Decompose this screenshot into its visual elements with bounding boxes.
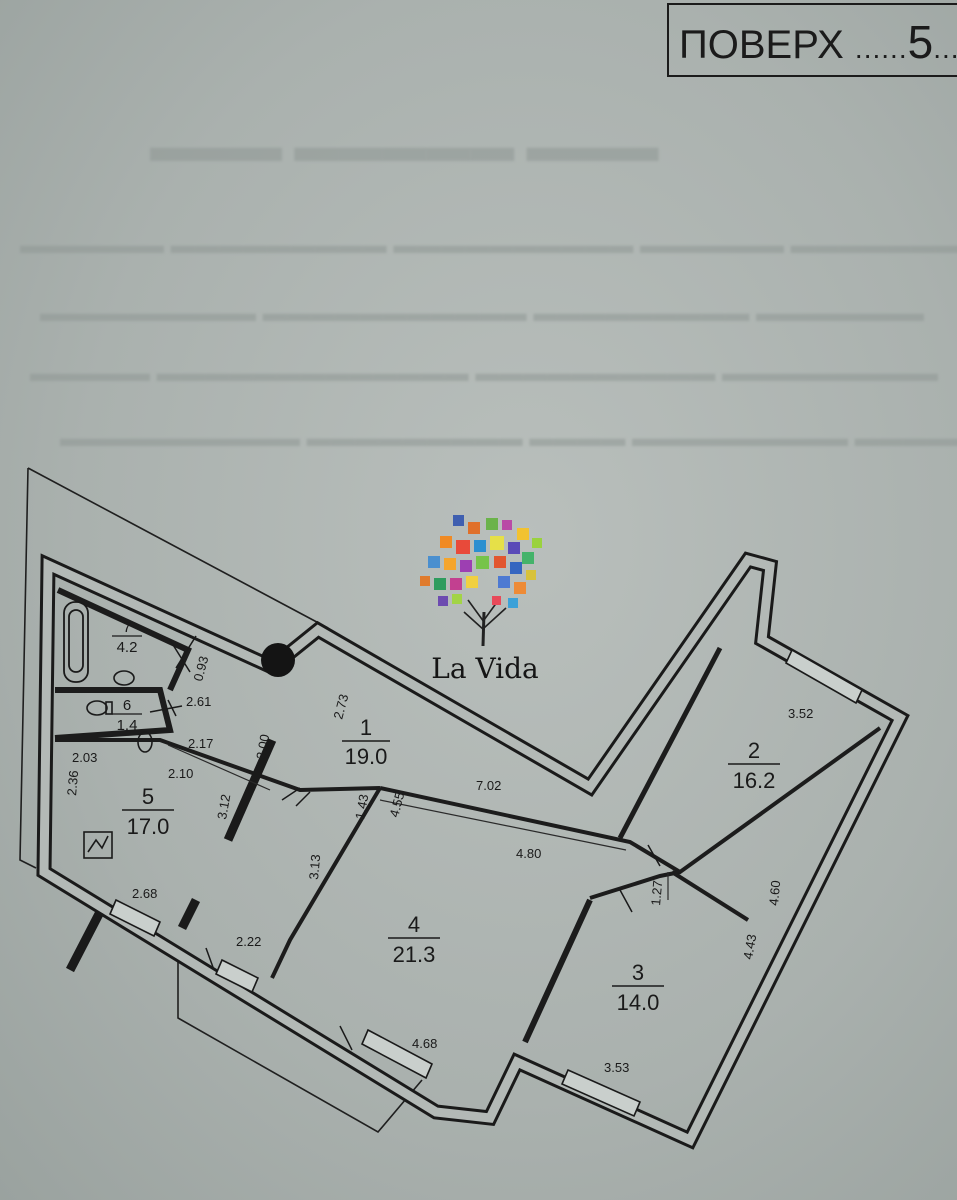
dimension-label: 4.80 [516, 846, 541, 861]
dimension-label: 2.61 [186, 694, 211, 709]
logo-text: La Vida [431, 652, 539, 685]
room-number: 4 [408, 912, 420, 937]
dimension-label: 7.02 [476, 778, 501, 793]
room-number: 7 [123, 619, 131, 636]
room-number: 6 [123, 697, 131, 714]
room-area: 14.0 [617, 990, 660, 1015]
room-5-label: 5 17.0 [122, 784, 174, 839]
wall-fins [66, 738, 277, 973]
dimension-label: 2.10 [168, 766, 193, 781]
balcony-outline [19, 467, 423, 1134]
floor-dots-left: ...... [854, 33, 908, 64]
bathtub-icon [63, 601, 89, 683]
room-number: 3 [632, 960, 644, 985]
room-number: 2 [748, 738, 760, 763]
room-4-label: 4 21.3 [388, 912, 440, 967]
room-area: 1.4 [117, 717, 138, 734]
windows [108, 648, 864, 1118]
dimension-label: 3.53 [604, 1060, 629, 1075]
room-number: 5 [142, 784, 154, 809]
floor-number: 5 [907, 16, 934, 68]
dimension-label: 4.55 [386, 790, 407, 818]
dimension-lines [167, 744, 669, 900]
dimension-label: 3.12 [214, 793, 233, 821]
floor-label: ПОВЕРХ [679, 23, 844, 67]
ventilation-shaft-icon [261, 643, 295, 677]
dimension-labels: 0.93 2.61 2.73 2.17 2.00 2.03 2.10 2.36 … [64, 654, 813, 1075]
door-marks [149, 635, 661, 1051]
dimension-label: 3.13 [306, 854, 323, 881]
room-1-label: 1 19.0 [342, 715, 390, 769]
floor-indicator: ПОВЕРХ ......5..... [667, 3, 957, 77]
electrical-panel-icon [83, 831, 113, 859]
room-3-label: 3 14.0 [612, 960, 664, 1015]
room-area: 19.0 [345, 744, 388, 769]
dimension-label: 1.27 [648, 880, 665, 907]
sink-icon [113, 670, 153, 753]
dimension-label: 1.43 [352, 793, 371, 821]
dimension-label: 4.43 [740, 933, 759, 961]
dimension-label: 3.52 [788, 706, 813, 721]
dimension-label: 2.22 [236, 934, 261, 949]
dimension-label: 4.68 [412, 1036, 437, 1051]
room-7-label: 7 4.2 [112, 619, 142, 656]
room-area: 4.2 [117, 639, 138, 656]
logo-tree-icon [420, 515, 542, 647]
dimension-label: 2.03 [72, 750, 97, 765]
room-number: 1 [360, 715, 372, 740]
outer-walls [36, 551, 910, 1150]
dimension-label: 2.17 [188, 736, 213, 751]
dimension-label: 2.00 [253, 733, 272, 761]
dimension-label: 0.93 [190, 654, 211, 682]
room-area: 17.0 [127, 814, 170, 839]
room-area: 21.3 [393, 942, 436, 967]
room-6-label: 6 1.4 [112, 697, 142, 734]
dimension-label: 2.73 [330, 692, 351, 720]
toilet-icon [86, 700, 113, 716]
dimension-label: 2.36 [64, 770, 81, 797]
dimension-label: 4.60 [766, 880, 783, 907]
dimension-label: 2.68 [132, 886, 157, 901]
room-2-label: 2 16.2 [728, 738, 780, 793]
floor-dots-right: ..... [933, 33, 957, 64]
room-labels: 1 19.0 2 16.2 3 14.0 4 21.3 5 17.0 6 1.4 [112, 619, 780, 1015]
room-area: 16.2 [733, 768, 776, 793]
